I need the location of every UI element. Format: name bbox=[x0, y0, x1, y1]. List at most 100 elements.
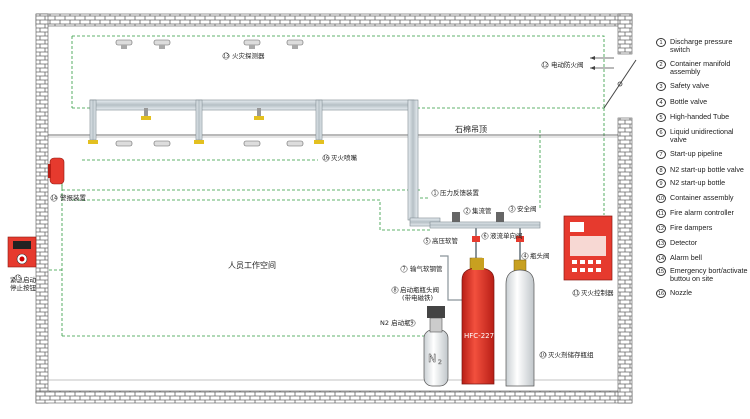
legend-item: 9 N2 start-up bottle bbox=[656, 179, 750, 188]
label-n2-start-bottle: N2 启动瓶 bbox=[380, 318, 411, 327]
legend-number: 16 bbox=[656, 289, 666, 298]
building-walls bbox=[35, 13, 633, 404]
callout-15: 15 bbox=[14, 274, 22, 282]
svg-text:11: 11 bbox=[573, 291, 579, 297]
legend-text: Bottle valve bbox=[670, 97, 708, 106]
legend-number: 3 bbox=[656, 82, 666, 91]
label-gas-hose: 输气软钢管 bbox=[410, 264, 443, 273]
legend-number: 11 bbox=[656, 209, 666, 218]
legend-text: Emergency bort/activate buttou on site bbox=[670, 266, 748, 283]
svg-text:6: 6 bbox=[483, 234, 486, 240]
detector-icon bbox=[153, 140, 171, 147]
legend-number: 8 bbox=[656, 166, 666, 175]
legend-text: Start-up pipeline bbox=[670, 149, 723, 158]
legend-number: 2 bbox=[656, 60, 666, 69]
detector-row-lower bbox=[115, 140, 304, 147]
legend-text: Container manifold assembly bbox=[670, 59, 731, 76]
label-work-space: 人员工作空间 bbox=[228, 260, 276, 270]
callout-5: 5 bbox=[423, 237, 431, 245]
fire-controller bbox=[563, 215, 613, 281]
system-diagram: 火灾探测器 电动防火阀 石棉吊顶 灭火喷嘴 警报装置 压力反馈装置 集流管 安全… bbox=[7, 13, 637, 404]
callout-1: 1 bbox=[431, 189, 439, 197]
detector-row-top bbox=[115, 39, 304, 49]
label-pressure-feedback: 压力反馈装置 bbox=[440, 188, 480, 197]
hfc-bottle bbox=[461, 258, 495, 385]
callout-12: 12 bbox=[541, 61, 549, 69]
label-hfc-bottle: HFC-227 bbox=[464, 332, 494, 340]
svg-text:5: 5 bbox=[425, 239, 428, 245]
legend-text: Discharge pressure switch bbox=[670, 37, 733, 54]
discharge-pipe bbox=[88, 99, 441, 227]
svg-text:4: 4 bbox=[523, 254, 526, 260]
callout-9: 9 bbox=[408, 319, 416, 327]
svg-text:14: 14 bbox=[51, 196, 57, 202]
alarm-bell bbox=[48, 157, 65, 185]
detector-icon bbox=[115, 39, 133, 49]
legend-item: 7 Start-up pipeline bbox=[656, 150, 750, 159]
legend-number: 1 bbox=[656, 38, 666, 47]
legend-number: 6 bbox=[656, 128, 666, 137]
label-storage-bottle: 灭火剂储存瓶组 bbox=[548, 350, 594, 359]
callout-13: 13 bbox=[222, 52, 230, 60]
svg-text:9: 9 bbox=[410, 321, 413, 327]
callout-6: 6 bbox=[481, 232, 489, 240]
svg-text:7: 7 bbox=[402, 267, 405, 273]
label-emergency-1: 紧急启动 bbox=[10, 275, 37, 284]
n2-bottle bbox=[423, 306, 449, 387]
label-n2-bottle: N bbox=[428, 352, 436, 365]
label-n2-sub: 2 bbox=[438, 359, 442, 366]
legend-item: 11 Fire alarm controller bbox=[656, 209, 750, 218]
legend-number: 15 bbox=[656, 267, 666, 276]
legend-item: 15 Emergency bort/activate buttou on site bbox=[656, 267, 750, 283]
label-controller: 灭火控制器 bbox=[581, 288, 614, 297]
label-emergency-2: 停止按钮 bbox=[10, 283, 37, 292]
legend-item: 5 High-handed Tube bbox=[656, 113, 750, 122]
svg-text:8: 8 bbox=[393, 288, 396, 294]
legend-text: Container assembly bbox=[670, 193, 734, 202]
legend-text: High-handed Tube bbox=[670, 112, 730, 121]
legend-text: Detector bbox=[670, 238, 698, 247]
legend: 1 Discharge pressure switch 2 Container man… bbox=[656, 38, 750, 298]
legend-text: Nozzle bbox=[670, 288, 692, 297]
legend-text: Safety valve bbox=[670, 81, 710, 90]
legend-number: 10 bbox=[656, 194, 666, 203]
callout-4: 4 bbox=[521, 252, 529, 260]
detector-icon bbox=[286, 140, 304, 147]
legend-item: 12 Fire dampers bbox=[656, 224, 750, 233]
legend-number: 7 bbox=[656, 150, 666, 159]
label-hp-hose: 高压软管 bbox=[432, 236, 459, 245]
detector-icon bbox=[243, 39, 261, 49]
label-electric-fire-valve: 电动防火阀 bbox=[551, 60, 584, 69]
legend-item: 16 Nozzle bbox=[656, 289, 750, 298]
callout-10: 10 bbox=[539, 351, 547, 359]
svg-text:16: 16 bbox=[323, 156, 329, 162]
detector-icon bbox=[286, 39, 304, 49]
legend-text: N2 start-up bottle bbox=[670, 178, 726, 187]
callout-11: 11 bbox=[572, 289, 580, 297]
label-nozzle: 灭火喷嘴 bbox=[331, 153, 358, 162]
label-start-bottle-valve-1: 启动瓶瓶头阀 bbox=[400, 285, 439, 294]
legend-number: 12 bbox=[656, 224, 666, 233]
legend-text: Fire alarm controller bbox=[670, 208, 734, 217]
svg-text:12: 12 bbox=[542, 63, 548, 69]
label-bottle-valve: 瓶头阀 bbox=[530, 251, 550, 260]
legend-text: N2 start-up bottle valve bbox=[670, 165, 744, 174]
legend-item: 8 N2 start-up bottle valve bbox=[656, 166, 750, 175]
callout-3: 3 bbox=[508, 205, 516, 213]
legend-text: Alarm bell bbox=[670, 253, 702, 262]
label-start-bottle-valve-2: (带电磁铁) bbox=[402, 293, 433, 302]
legend-number: 4 bbox=[656, 98, 666, 107]
legend-item: 1 Discharge pressure switch bbox=[656, 38, 750, 54]
label-safety-valve: 安全阀 bbox=[517, 204, 537, 213]
legend-text: Fire dampers bbox=[670, 223, 713, 232]
callout-2: 2 bbox=[463, 207, 471, 215]
emergency-button bbox=[7, 236, 37, 268]
svg-text:15: 15 bbox=[15, 276, 21, 282]
legend-number: 5 bbox=[656, 113, 666, 122]
legend-number: 9 bbox=[656, 179, 666, 188]
callout-8: 8 bbox=[391, 286, 399, 294]
callout-14: 14 bbox=[50, 194, 58, 202]
fire-damper bbox=[590, 56, 637, 109]
